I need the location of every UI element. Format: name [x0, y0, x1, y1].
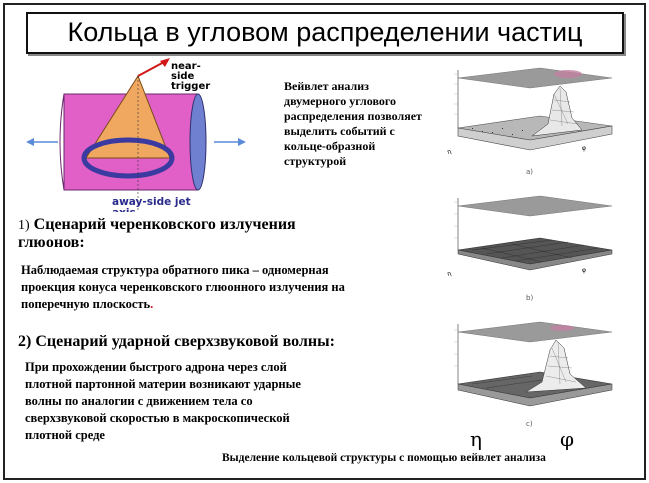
ring — [81, 137, 175, 179]
left-arrow — [26, 138, 58, 146]
plot-label: c) — [526, 420, 533, 428]
wavelet-line: распределения позволяет — [284, 109, 422, 123]
svg-text:η: η — [446, 270, 452, 278]
right-arrow — [214, 138, 246, 146]
trigger-arrow — [137, 58, 170, 77]
surface-plot-b: η φ b) — [446, 195, 613, 302]
scenario1-line: Наблюдаемая структура обратного пика – о… — [21, 263, 329, 277]
wavelet-description: Вейвлет анализ двумерного углового распр… — [284, 79, 422, 169]
cone-diagram — [26, 58, 246, 210]
cylinder-left-edge — [59, 93, 65, 191]
plot-label: a) — [526, 168, 533, 176]
away-side-label-line: away-side jet — [112, 196, 191, 208]
figure-caption: Выделение кольцевой структуры с помощью … — [222, 452, 546, 464]
surface-plot-c: c) — [454, 321, 613, 428]
scenario2-body: При прохождении быстрого адрона через сл… — [25, 359, 385, 444]
near-side-label-line: near- — [171, 61, 201, 72]
scenario1-heading-line: глюонов: — [18, 234, 85, 251]
near-side-label-line: side — [171, 71, 195, 82]
eta-symbol: η — [470, 427, 482, 451]
scenario2-heading: 2) Сценарий ударной сверхзвуковой волны: — [18, 333, 335, 350]
cylinder-end-cap — [189, 93, 207, 191]
scenario1-heading: 1) Сценарий черенковского излучения глюо… — [18, 216, 418, 251]
scenario2-line: плотной партонной материи возникают удар… — [25, 377, 301, 391]
surface-plot-a: η φ a) — [446, 67, 613, 176]
wavelet-line: структурой — [284, 154, 347, 168]
away-side-label: away-side jet axis — [112, 196, 191, 213]
scenario1-body: Наблюдаемая структура обратного пика – о… — [21, 262, 421, 313]
scenario2-line: плотной среде — [25, 428, 105, 442]
svg-text:φ: φ — [582, 145, 586, 152]
scenario1-heading-line: Сценарий черенковского излучения — [29, 216, 296, 233]
slide-title: Кольца в угловом распределении частиц — [67, 17, 583, 47]
svg-text:η: η — [446, 148, 452, 156]
wavelet-line: двумерного углового — [284, 94, 397, 108]
title-box: Кольца в угловом распределении частиц — [26, 12, 624, 54]
scenario2-line: При прохождении быстрого адрона через сл… — [25, 360, 287, 374]
scenario1-line: поперечную плоскость — [21, 297, 151, 311]
wavelet-line: выделить событий с — [284, 124, 395, 138]
cone — [85, 74, 171, 159]
scenario1-number: 1) — [18, 218, 30, 233]
scenario1-line: проекция конуса черенковского глюонного … — [21, 280, 345, 294]
away-side-label-line: axis — [112, 208, 191, 212]
phi-symbol: φ — [560, 427, 575, 451]
near-side-label-line: trigger — [171, 81, 211, 92]
wavelet-line: кольце-образной — [284, 139, 376, 153]
scenario1-period: . — [150, 297, 154, 311]
near-side-label: near- side trigger — [171, 62, 210, 92]
scenario2-line: волны по аналогии с движением тела со — [25, 394, 253, 408]
plot-label: b) — [526, 294, 533, 302]
wavelet-line: Вейвлет анализ — [284, 79, 370, 93]
scenario2-line: сверхзвуковой скоростью в макроскопическ… — [25, 411, 290, 425]
svg-text:φ: φ — [582, 267, 586, 274]
